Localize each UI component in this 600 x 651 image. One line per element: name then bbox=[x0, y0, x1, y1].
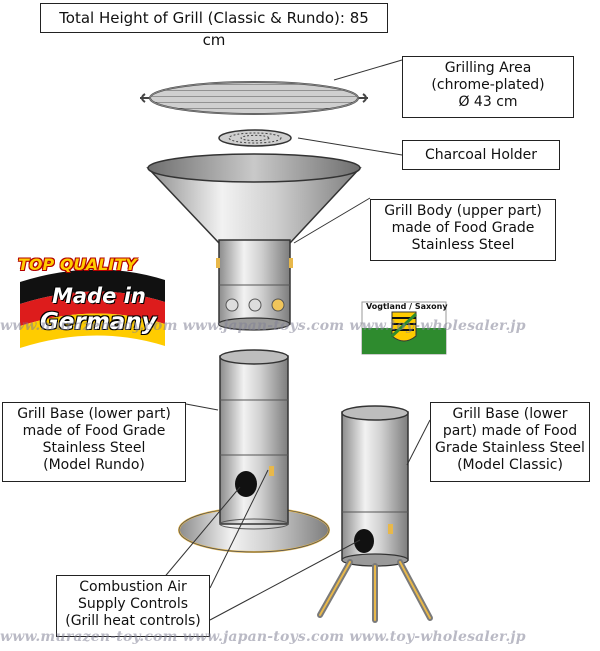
combustion-air-label: Combustion Air Supply Controls (Grill he… bbox=[56, 575, 210, 637]
total-height-text: Total Height of Grill (Classic & Rundo):… bbox=[59, 9, 369, 49]
germany-text: Germany bbox=[40, 309, 157, 335]
charcoal-holder bbox=[218, 129, 292, 147]
grill-body-label: Grill Body (upper part) made of Food Gra… bbox=[370, 199, 556, 261]
top-quality-text: TOP QUALITY bbox=[18, 255, 137, 274]
grill-base-classic-label: Grill Base (lower part) made of Food Gra… bbox=[430, 402, 590, 482]
watermark-top: www.murazen-toy.com www.japan-toys.com w… bbox=[0, 318, 526, 334]
saxony-coat-of-arms-icon bbox=[390, 311, 418, 342]
total-height-title: Total Height of Grill (Classic & Rundo):… bbox=[40, 3, 388, 49]
grill-base-classic bbox=[317, 405, 433, 623]
leader-lines bbox=[161, 59, 431, 621]
made-in-text: Made in bbox=[52, 284, 146, 308]
grilling-grate bbox=[140, 81, 368, 115]
grill-base-rundo bbox=[178, 349, 330, 553]
germany-flag-badge bbox=[20, 269, 165, 348]
saxony-flag bbox=[361, 301, 447, 355]
grilling-area-label: Grilling Area (chrome-plated) Ø 43 cm bbox=[402, 56, 574, 118]
watermark-bottom: www.murazen-toy.com www.japan-toys.com w… bbox=[0, 629, 526, 645]
saxony-flag-label: Vogtland / Saxony bbox=[366, 302, 448, 311]
charcoal-holder-label: Charcoal Holder bbox=[402, 140, 560, 170]
grill-base-rundo-label: Grill Base (lower part) made of Food Gra… bbox=[2, 402, 186, 482]
grill-body-upper bbox=[146, 153, 362, 331]
